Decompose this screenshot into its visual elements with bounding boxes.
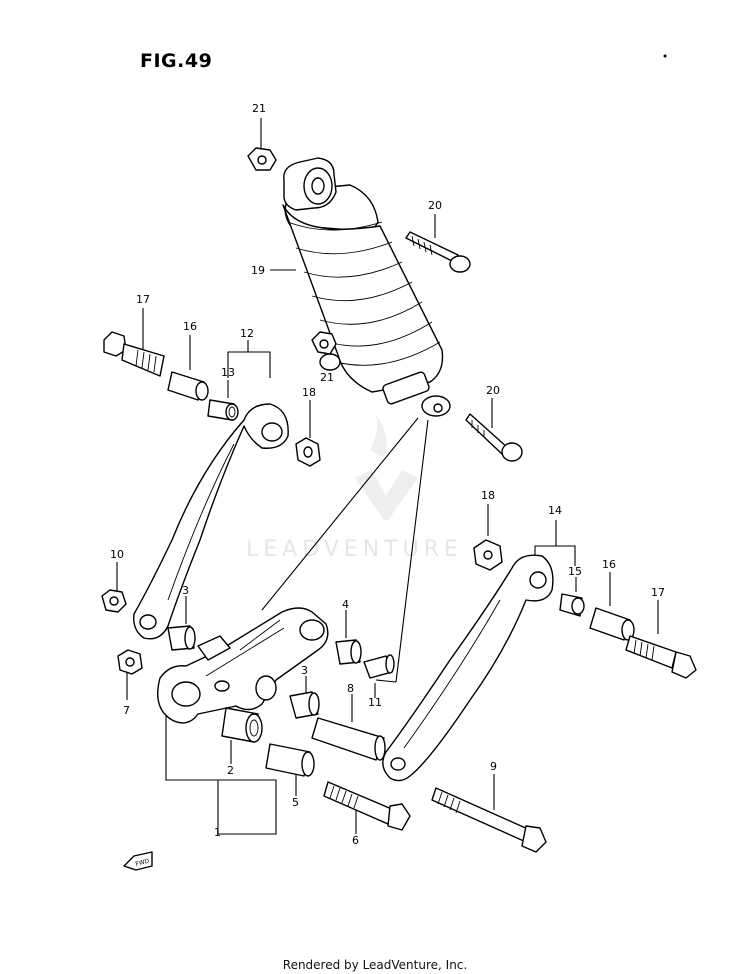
callout-4: 4 [342,598,349,611]
footer-credit: Rendered by LeadVenture, Inc. [282,958,468,972]
speck-dot [663,54,667,58]
bearing-13 [207,399,239,421]
callout-16-left: 16 [183,320,197,333]
leader-lines [116,118,659,835]
callout-16-right: 16 [602,558,616,571]
spacer-16-left [167,371,209,401]
callout-17-left: 17 [136,293,150,306]
callout-1: 1 [214,826,221,839]
watermark: LEADVENTURE [246,415,463,562]
tie-rod-12-left [133,403,289,640]
callout-20-upper: 20 [428,199,442,212]
nut-18-left [295,437,321,467]
nut-21-upper [247,147,277,171]
callout-13: 13 [221,366,235,379]
callout-8: 8 [347,682,354,695]
bolt-17-left [103,331,165,377]
spacer-11 [363,654,395,679]
spacer-16-right [589,607,635,641]
callout-7: 7 [123,704,130,717]
bolt-6 [323,781,411,831]
callout-21-lower: 21 [320,371,334,384]
callout-2: 2 [227,764,234,777]
bushing-3-center [289,691,320,719]
callout-9: 9 [490,760,497,773]
callout-6: 6 [352,834,359,847]
bolt-17-right [625,635,697,679]
callout-14: 14 [548,504,562,517]
callout-17-right: 17 [651,586,665,599]
cushion-lever-1 [157,607,329,724]
callout-21-upper: 21 [252,102,266,115]
callout-19: 19 [251,264,265,277]
bolt-20-upper [405,231,471,273]
callout-15: 15 [568,565,582,578]
callout-18-right: 18 [481,489,495,502]
bearing-15 [559,593,585,617]
bushing-3-left [167,625,196,651]
bolt-20-lower [465,413,523,462]
tie-rod-14-right [382,554,554,782]
callout-20-lower: 20 [486,384,500,397]
callout-labels: 21 20 19 17 16 12 13 21 18 20 18 14 15 1… [110,102,665,847]
bolt-9 [431,787,547,853]
callout-11: 11 [368,696,382,709]
nut-10 [101,589,127,613]
callout-3-left: 3 [182,584,189,597]
nut-21-lower [311,331,337,355]
callout-18-left: 18 [302,386,316,399]
spacer-5 [265,743,315,777]
spacer-8 [311,717,386,761]
front-arrow-icon: FWD [123,851,153,871]
figure-title: FIG.49 [140,50,213,72]
rear-shock-absorber [282,157,451,417]
nut-7 [117,649,143,675]
callout-5: 5 [292,796,299,809]
callout-3-center: 3 [301,664,308,677]
callout-12: 12 [240,327,254,340]
bearing-2 [221,707,263,743]
watermark-text: LEADVENTURE [246,537,463,562]
callout-10: 10 [110,548,124,561]
front-marker-text: FWD [135,857,151,867]
bearing-4 [335,639,362,665]
nut-18-right [473,539,503,571]
